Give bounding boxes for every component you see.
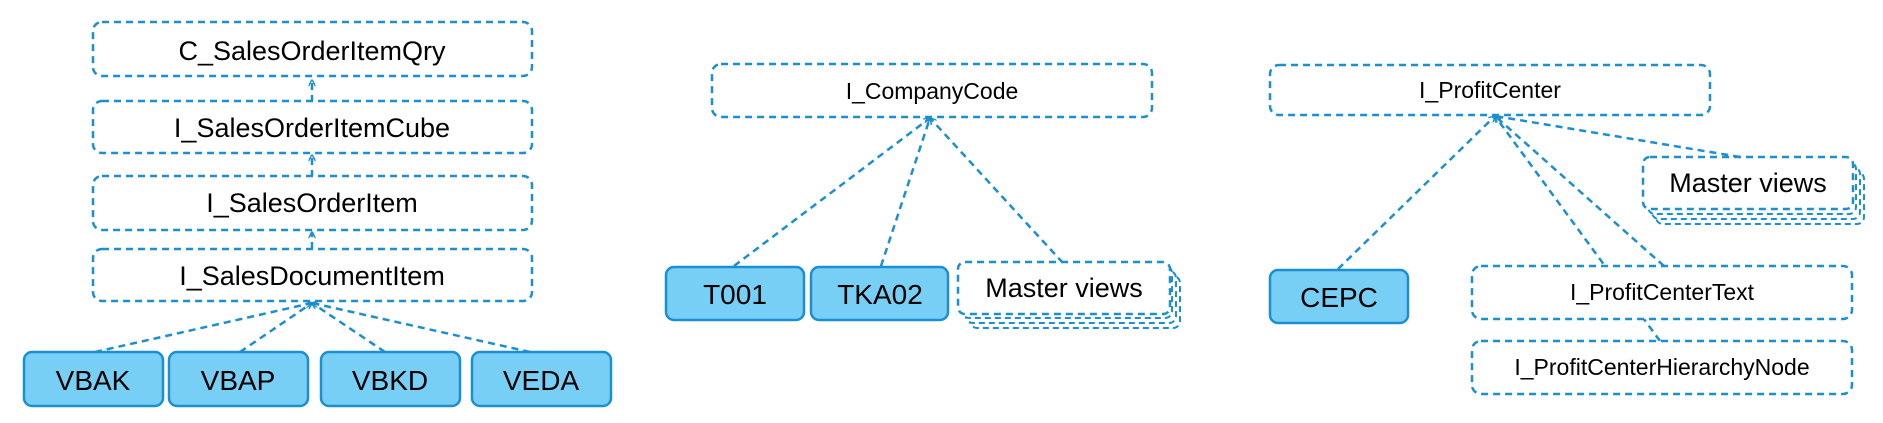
view-label: C_SalesOrderItemQry xyxy=(178,36,446,66)
arrow-master-views-to-company-code xyxy=(930,118,1064,264)
table-vbap: VBAP xyxy=(167,350,310,408)
sales-order-arrows xyxy=(94,80,531,354)
view-label: I_ProfitCenterText xyxy=(1570,279,1755,305)
profit-center-group: I_ProfitCenter CEPC Master views I_Profi… xyxy=(1268,63,1865,396)
arrow-text-to-profit-center xyxy=(1495,116,1665,267)
arrow-vbap-to-docitem xyxy=(239,303,312,354)
company-code-group: I_CompanyCode T001 TKA02 Master views xyxy=(664,62,1181,329)
table-veda: VEDA xyxy=(470,350,613,408)
table-t001: T001 xyxy=(664,265,806,322)
table-label: VBKD xyxy=(352,365,428,396)
arrow-cepc-to-profit-center xyxy=(1337,116,1495,270)
table-vbkd: VBKD xyxy=(319,350,462,408)
view-label: I_SalesOrderItem xyxy=(206,188,418,218)
company-code-arrows xyxy=(733,118,1064,267)
view-i-profit-center: I_ProfitCenter xyxy=(1268,63,1712,117)
arrow-vbak-to-docitem xyxy=(94,303,312,354)
table-tka02: TKA02 xyxy=(809,265,950,322)
view-label: I_ProfitCenterHierarchyNode xyxy=(1514,354,1809,380)
arrow-t001-to-company-code xyxy=(733,118,930,267)
arrow-vbkd-to-docitem xyxy=(312,303,386,354)
view-c-sales-order-item-qry: C_SalesOrderItemQry xyxy=(91,20,534,78)
view-i-profit-center-text: I_ProfitCenterText xyxy=(1470,264,1854,321)
stack-label: Master views xyxy=(985,273,1143,303)
table-label: T001 xyxy=(703,279,767,310)
table-label: VBAK xyxy=(56,365,131,396)
table-label: CEPC xyxy=(1300,282,1378,313)
table-vbak: VBAK xyxy=(22,350,165,408)
master-views-stack: Master views xyxy=(956,260,1181,329)
view-i-sales-order-item-cube: I_SalesOrderItemCube xyxy=(91,99,534,155)
table-label: VBAP xyxy=(201,365,276,396)
table-cepc: CEPC xyxy=(1268,268,1410,325)
view-i-profit-center-hierarchy-node: I_ProfitCenterHierarchyNode xyxy=(1470,339,1854,396)
stack-label: Master views xyxy=(1669,168,1827,198)
view-i-company-code: I_CompanyCode xyxy=(710,62,1154,119)
view-i-sales-order-item: I_SalesOrderItem xyxy=(91,174,534,232)
arrow-tka02-to-company-code xyxy=(879,118,930,267)
view-label: I_CompanyCode xyxy=(846,78,1019,104)
table-label: VEDA xyxy=(503,365,580,396)
view-label: I_ProfitCenter xyxy=(1419,77,1561,103)
view-label: I_SalesOrderItemCube xyxy=(174,113,450,143)
arrow-master-views-to-profit-center xyxy=(1495,116,1741,159)
table-label: TKA02 xyxy=(837,279,923,310)
sales-order-group: C_SalesOrderItemQry I_SalesOrderItemCube… xyxy=(22,20,613,408)
view-i-sales-document-item: I_SalesDocumentItem xyxy=(91,247,534,303)
master-views-stack: Master views xyxy=(1641,155,1865,225)
arrow-veda-to-docitem xyxy=(312,303,531,354)
arrow-hierarchy-node-to-profit-center xyxy=(1495,116,1662,342)
profit-center-arrows xyxy=(1337,116,1741,342)
view-label: I_SalesDocumentItem xyxy=(179,261,445,291)
